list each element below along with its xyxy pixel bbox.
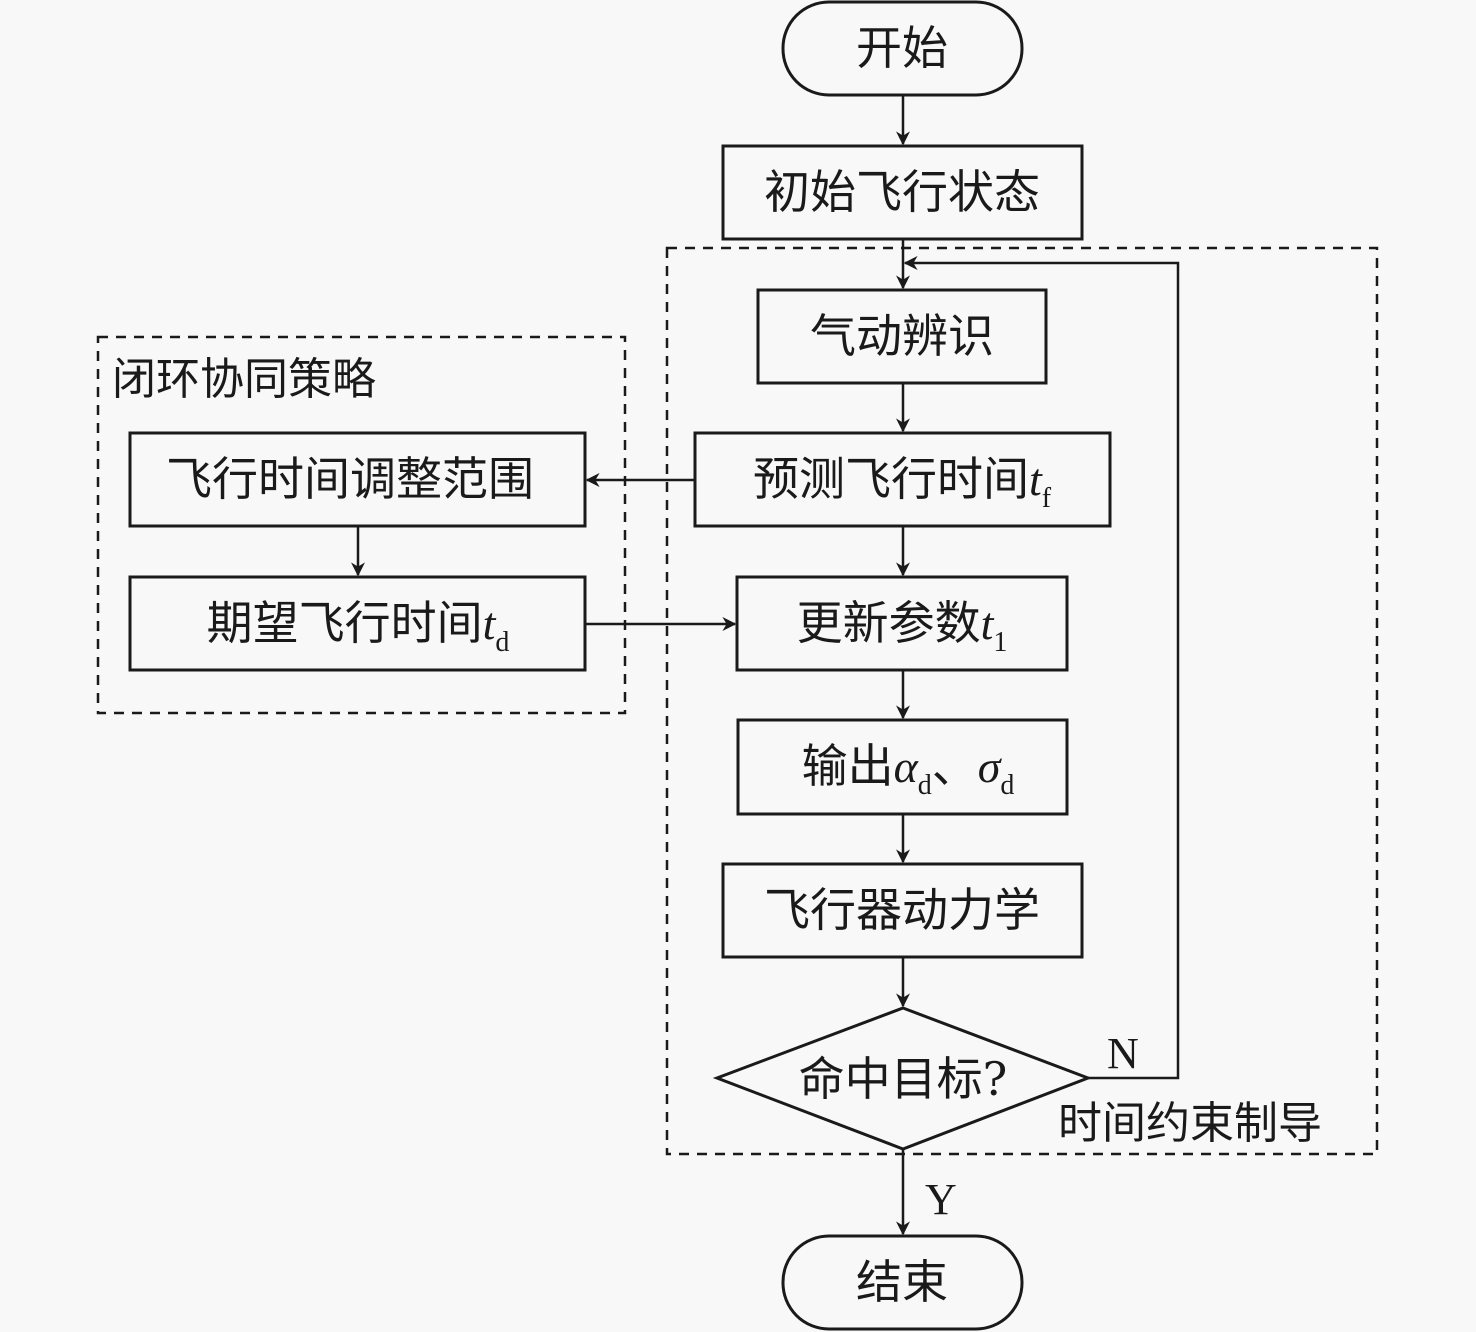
group-time-constrained-label: 时间约束制导 (1058, 1098, 1322, 1149)
start-terminal: 开始 (781, 0, 1024, 97)
predict-time-box: 预测飞行时间tf (693, 431, 1112, 528)
aero-identification-label: 气动辨识 (810, 309, 994, 363)
update-params-box: 更新参数t1 (735, 575, 1069, 672)
branch-label-yes: Y (925, 1175, 957, 1224)
branch-label-no: N (1107, 1029, 1139, 1078)
output-box: 输出αd、σd (736, 718, 1069, 816)
aero-identification-box: 气动辨识 (756, 288, 1048, 385)
end-label: 结束 (856, 1255, 948, 1309)
init-state-label: 初始飞行状态 (764, 165, 1040, 219)
group-time-constrained-guidance (665, 246, 1379, 1156)
desired-time-box: 期望飞行时间td (128, 575, 587, 672)
start-label: 开始 (856, 21, 948, 75)
update-params-label: 更新参数t1 (797, 596, 1008, 658)
desired-time-label: 期望飞行时间td (207, 596, 510, 658)
end-terminal: 结束 (781, 1234, 1024, 1331)
adjust-range-box: 飞行时间调整范围 (128, 431, 587, 528)
output-label: 输出αd、σd (802, 739, 1015, 801)
adjust-range-label: 飞行时间调整范围 (166, 452, 534, 506)
decision-label: 命中目标? (799, 1052, 1008, 1106)
dynamics-label: 飞行器动力学 (764, 883, 1040, 937)
predict-time-label: 预测飞行时间tf (753, 452, 1052, 514)
init-state-box: 初始飞行状态 (721, 144, 1084, 241)
dynamics-box: 飞行器动力学 (721, 862, 1084, 959)
group-closed-loop-label: 闭环协同策略 (112, 354, 376, 405)
decision-diamond: 命中目标? (712, 1006, 1093, 1151)
edge-decision-no-loop (903, 256, 1180, 1080)
